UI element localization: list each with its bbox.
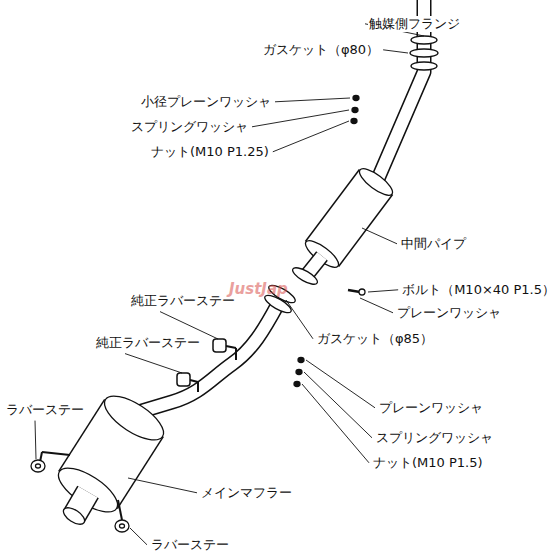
rubber-hole (120, 524, 125, 528)
part-label: ラバーステー (5, 402, 85, 418)
leader-line (304, 372, 372, 438)
fastener (352, 108, 358, 113)
rubber-stay (31, 460, 45, 472)
fastener (296, 370, 302, 375)
part-label: ナット(M10 P1.5) (372, 455, 484, 471)
part-label: ラバーステー (150, 537, 230, 553)
part-label: プレーンワッシャ (378, 400, 484, 416)
part-label: 中間パイプ (400, 236, 467, 252)
leader-line (368, 290, 398, 292)
part-label: 触媒側フランジ (368, 16, 461, 32)
resonator-fill (322, 182, 376, 254)
leader-line (35, 421, 36, 459)
pipe-flange (411, 62, 437, 70)
bracket (42, 452, 70, 455)
rubber-hole (36, 464, 41, 468)
part-label: ナット(M10 P1.25) (150, 144, 270, 160)
muffler-face (52, 460, 124, 521)
part-label: スプリングワッシャ (375, 430, 494, 446)
leader-line (360, 298, 393, 313)
resonator-end (356, 164, 396, 199)
bolt (348, 290, 360, 292)
tail-pipe-fill (132, 304, 278, 414)
rubber-stay (213, 339, 226, 352)
part-label: メインマフラー (200, 485, 293, 501)
tip-outlet (61, 504, 88, 527)
fastener (298, 358, 304, 363)
muffler-end (98, 388, 170, 449)
hanger-rod (197, 382, 199, 392)
leader-line (252, 110, 349, 127)
leader-line (286, 300, 313, 339)
part-label: 純正ラバーステー (95, 335, 201, 351)
part-label: スプリングワッシャ (130, 119, 249, 135)
part-label: ガスケット（φ85） (316, 331, 434, 347)
fastener (351, 119, 357, 124)
leader-line (362, 228, 397, 244)
hanger-rod (226, 346, 236, 348)
leader-line (302, 384, 369, 463)
watermark: JustJap (228, 280, 289, 298)
washer (359, 289, 365, 295)
leader-line (273, 121, 349, 152)
part-label: プレーンワッシャ (396, 305, 502, 321)
leader-line (383, 50, 408, 53)
rubber-stay (115, 520, 129, 532)
center-flange (290, 265, 319, 288)
leader-line (275, 98, 350, 102)
fastener (294, 382, 300, 387)
hanger-rod (235, 348, 237, 360)
bracket (118, 500, 122, 520)
leader-line (128, 478, 197, 493)
hanger-rod (190, 380, 198, 382)
part-label: 小径プレーンワッシャ (140, 94, 272, 110)
resonator (322, 182, 376, 254)
part-label: ガスケット（φ80） (262, 42, 380, 58)
cat-flange (411, 36, 437, 44)
tail-pipe (132, 304, 278, 414)
part-label: ボルト（M10×40 P1.5） (401, 282, 556, 298)
leader-line (125, 354, 182, 373)
fastener (353, 96, 359, 101)
leader-line (130, 528, 147, 545)
rubber-stay (177, 373, 190, 386)
gasket-80 (410, 49, 438, 57)
part-label: 純正ラバーステー (130, 293, 236, 309)
